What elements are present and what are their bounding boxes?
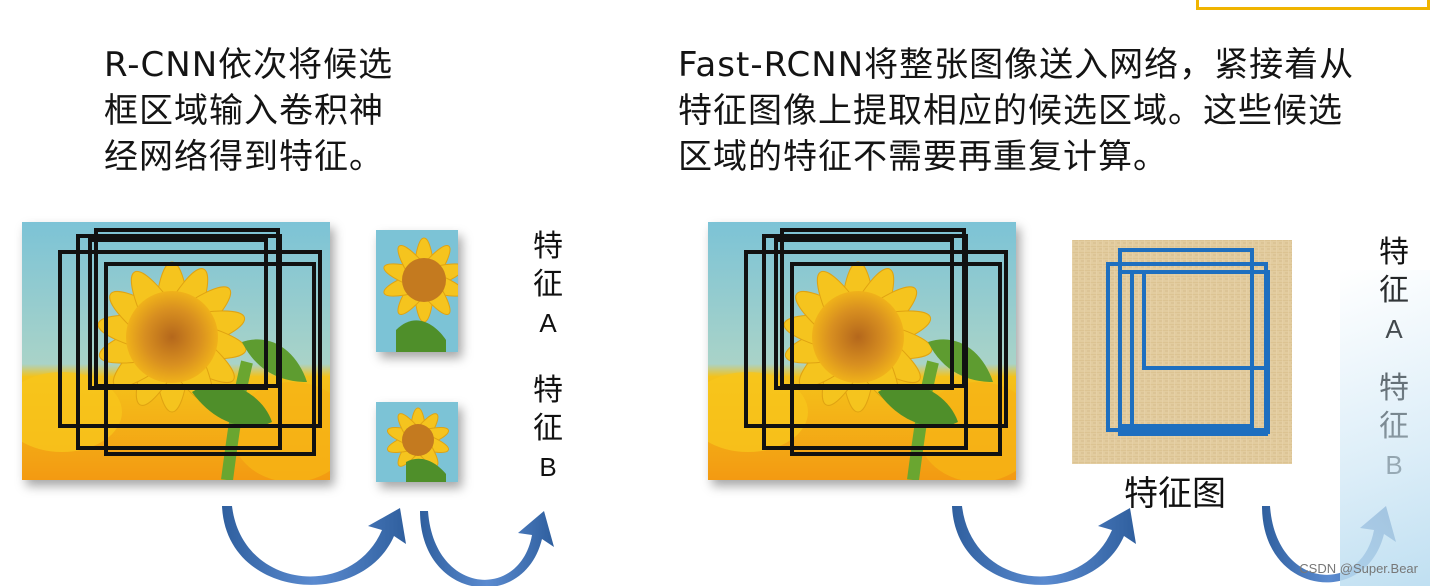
caption-line: R-CNN依次将候选 xyxy=(104,42,424,88)
feature-b-label: 特 征 B xyxy=(528,372,568,486)
curved-arrow-icon xyxy=(420,505,560,586)
proposal-box xyxy=(762,234,968,450)
feature-char: 征 xyxy=(528,266,568,304)
sunflower-image-rcnn xyxy=(22,222,330,480)
caption-line: 区域的特征不需要再重复计算。 xyxy=(678,134,1428,180)
curved-arrow-icon xyxy=(222,500,412,586)
caption-line: 特征图像上提取相应的候选区域。这些候选 xyxy=(678,88,1428,134)
rcnn-caption: R-CNN依次将候选 框区域输入卷积神 经网络得到特征。 xyxy=(104,42,424,180)
feature-char: 征 xyxy=(528,410,568,448)
feature-a-label: 特 征 A xyxy=(528,228,568,342)
crop-image-b xyxy=(376,402,458,482)
feature-char: 特 xyxy=(1374,234,1414,272)
feature-char: 特 xyxy=(528,372,568,410)
proposal-box xyxy=(76,234,282,450)
watermark: CSDN @Super.Bear xyxy=(1299,561,1418,576)
feature-char: 特 xyxy=(528,228,568,266)
roi-box xyxy=(1118,270,1268,436)
feature-letter: A xyxy=(528,304,568,342)
fast-rcnn-caption: Fast-RCNN将整张图像送入网络，紧接着从 特征图像上提取相应的候选区域。这… xyxy=(678,42,1428,180)
curved-arrow-icon xyxy=(952,500,1142,586)
caption-line: Fast-RCNN将整张图像送入网络，紧接着从 xyxy=(678,42,1428,88)
caption-line: 框区域输入卷积神 xyxy=(104,88,424,134)
caption-line: 经网络得到特征。 xyxy=(104,134,424,180)
highlight-box-corner xyxy=(1196,0,1430,10)
crop-image-a xyxy=(376,230,458,352)
feature-map xyxy=(1072,240,1292,464)
background-cloud xyxy=(1340,270,1430,586)
sunflower-image-fast-rcnn xyxy=(708,222,1016,480)
feature-letter: B xyxy=(528,448,568,486)
